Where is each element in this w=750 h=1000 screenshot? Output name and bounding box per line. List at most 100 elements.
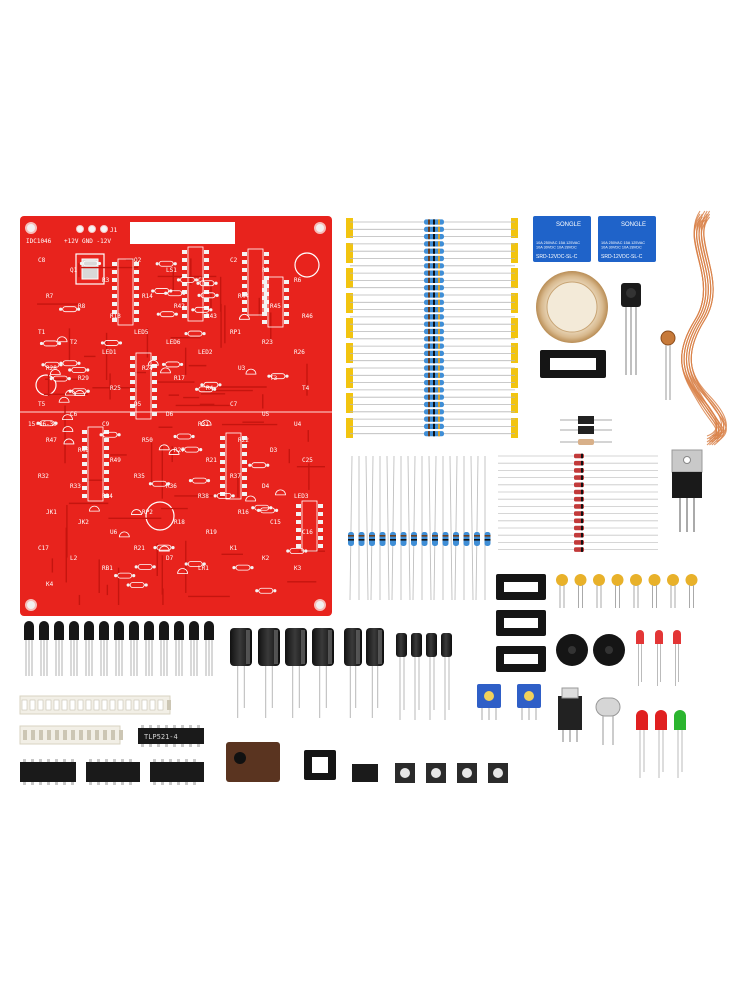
relay-body	[598, 216, 656, 262]
pcb-pad	[220, 492, 225, 496]
microphone-body	[595, 697, 621, 717]
ic-pin	[55, 782, 58, 785]
color-band	[438, 365, 440, 371]
transistor-body	[204, 626, 214, 640]
resistor-footprint	[62, 360, 78, 367]
tape-segment	[346, 368, 353, 388]
resistor-footprint	[158, 260, 174, 267]
tape-segment	[346, 318, 353, 338]
color-band	[474, 535, 480, 537]
pcb-pad	[134, 286, 139, 290]
resistor-footprint	[71, 388, 87, 395]
pcb-silk-label: LR1	[198, 565, 209, 572]
lead-wire	[391, 455, 395, 601]
pcb-pad	[220, 460, 225, 464]
pcb-pad	[104, 446, 109, 450]
transistor-body	[24, 626, 34, 640]
pcb-pad	[68, 368, 72, 372]
resistor-footprint	[199, 280, 215, 287]
pcb-pad	[104, 470, 109, 474]
ic-pin	[197, 744, 200, 747]
pcb-pad	[171, 545, 175, 550]
transistor-footprint	[62, 426, 74, 432]
resistor-footprint	[104, 340, 119, 346]
color-band	[428, 299, 430, 305]
resistor-footprint	[39, 420, 55, 427]
pcb-pad	[67, 376, 71, 381]
pcb-silk-label: C7	[230, 401, 238, 408]
pcb-pad	[112, 294, 117, 298]
pcb-pad	[134, 310, 139, 314]
ic-pin	[97, 782, 100, 785]
pcb-pad	[264, 268, 269, 272]
tape-segment	[346, 418, 353, 438]
pcb-pad	[220, 476, 225, 480]
pcb-pad	[59, 307, 63, 311]
pcb-pad	[242, 276, 247, 280]
pcb-pad	[231, 494, 235, 498]
ic-socket-8pin	[304, 750, 336, 780]
diode-band	[581, 547, 583, 552]
resistor-footprint	[137, 564, 153, 570]
color-band	[433, 292, 435, 298]
ic-pin	[55, 759, 58, 762]
ic-pin	[181, 725, 184, 728]
ir-receiver-dome	[626, 288, 636, 298]
smd-part	[69, 699, 76, 711]
transistor-dome	[159, 621, 169, 626]
pcb-pad	[130, 404, 135, 408]
pcb-silk-label: R33	[70, 483, 81, 490]
trimpot-screw	[484, 691, 494, 701]
tape-segment	[511, 318, 518, 338]
resistor-footprint	[180, 276, 195, 283]
pcb-pad	[100, 341, 105, 345]
pcb-pad	[79, 261, 84, 266]
pcb-pad	[59, 363, 63, 367]
smd-part	[21, 699, 28, 711]
diode-band	[581, 496, 583, 502]
color-band	[433, 431, 435, 437]
resistor-body	[578, 439, 594, 445]
pcb-pad	[284, 280, 289, 284]
color-band	[438, 226, 440, 232]
pcb-pad	[181, 448, 185, 452]
resistor-footprint	[43, 340, 58, 347]
pcb-pad	[182, 282, 187, 286]
ic-pin	[113, 782, 116, 785]
tape-segment	[346, 393, 353, 413]
button-cap	[493, 768, 503, 778]
pcb-pad	[104, 494, 109, 498]
pcb-pad	[242, 260, 247, 264]
small-cap-body	[441, 633, 452, 657]
pcb-pad	[134, 302, 139, 306]
mounting-hole	[25, 222, 37, 234]
taped-resistors	[346, 218, 518, 438]
transistor-dome	[24, 621, 34, 626]
resistor-footprint	[167, 290, 183, 297]
tape-segment	[511, 368, 518, 388]
pcb-pad	[153, 545, 157, 550]
color-band	[433, 394, 435, 400]
diode-band	[581, 532, 583, 538]
tape-segment	[346, 343, 353, 363]
resistor-footprint	[235, 564, 251, 571]
transistor-dome	[129, 621, 139, 626]
pcb-silk-label: R5	[262, 267, 270, 274]
transistor-dome	[69, 621, 79, 626]
pcb-silk-label: U6	[110, 529, 118, 536]
pcb-pad	[195, 387, 199, 391]
ic-pin	[149, 725, 152, 728]
ic-outline	[187, 246, 204, 322]
pcb-silk-label: Q2	[134, 257, 142, 264]
pcb-silk-label: LED2	[198, 349, 213, 356]
ceramic-cap-head	[593, 574, 605, 586]
ic-pin	[47, 759, 50, 762]
ic-socket-window	[504, 582, 538, 592]
pcb-pad	[112, 318, 117, 322]
pcb-pad	[242, 476, 247, 480]
pcb-pad	[255, 589, 259, 593]
resistor-footprint	[187, 330, 203, 337]
ic-pin	[173, 725, 176, 728]
small-cap-body	[396, 633, 407, 657]
